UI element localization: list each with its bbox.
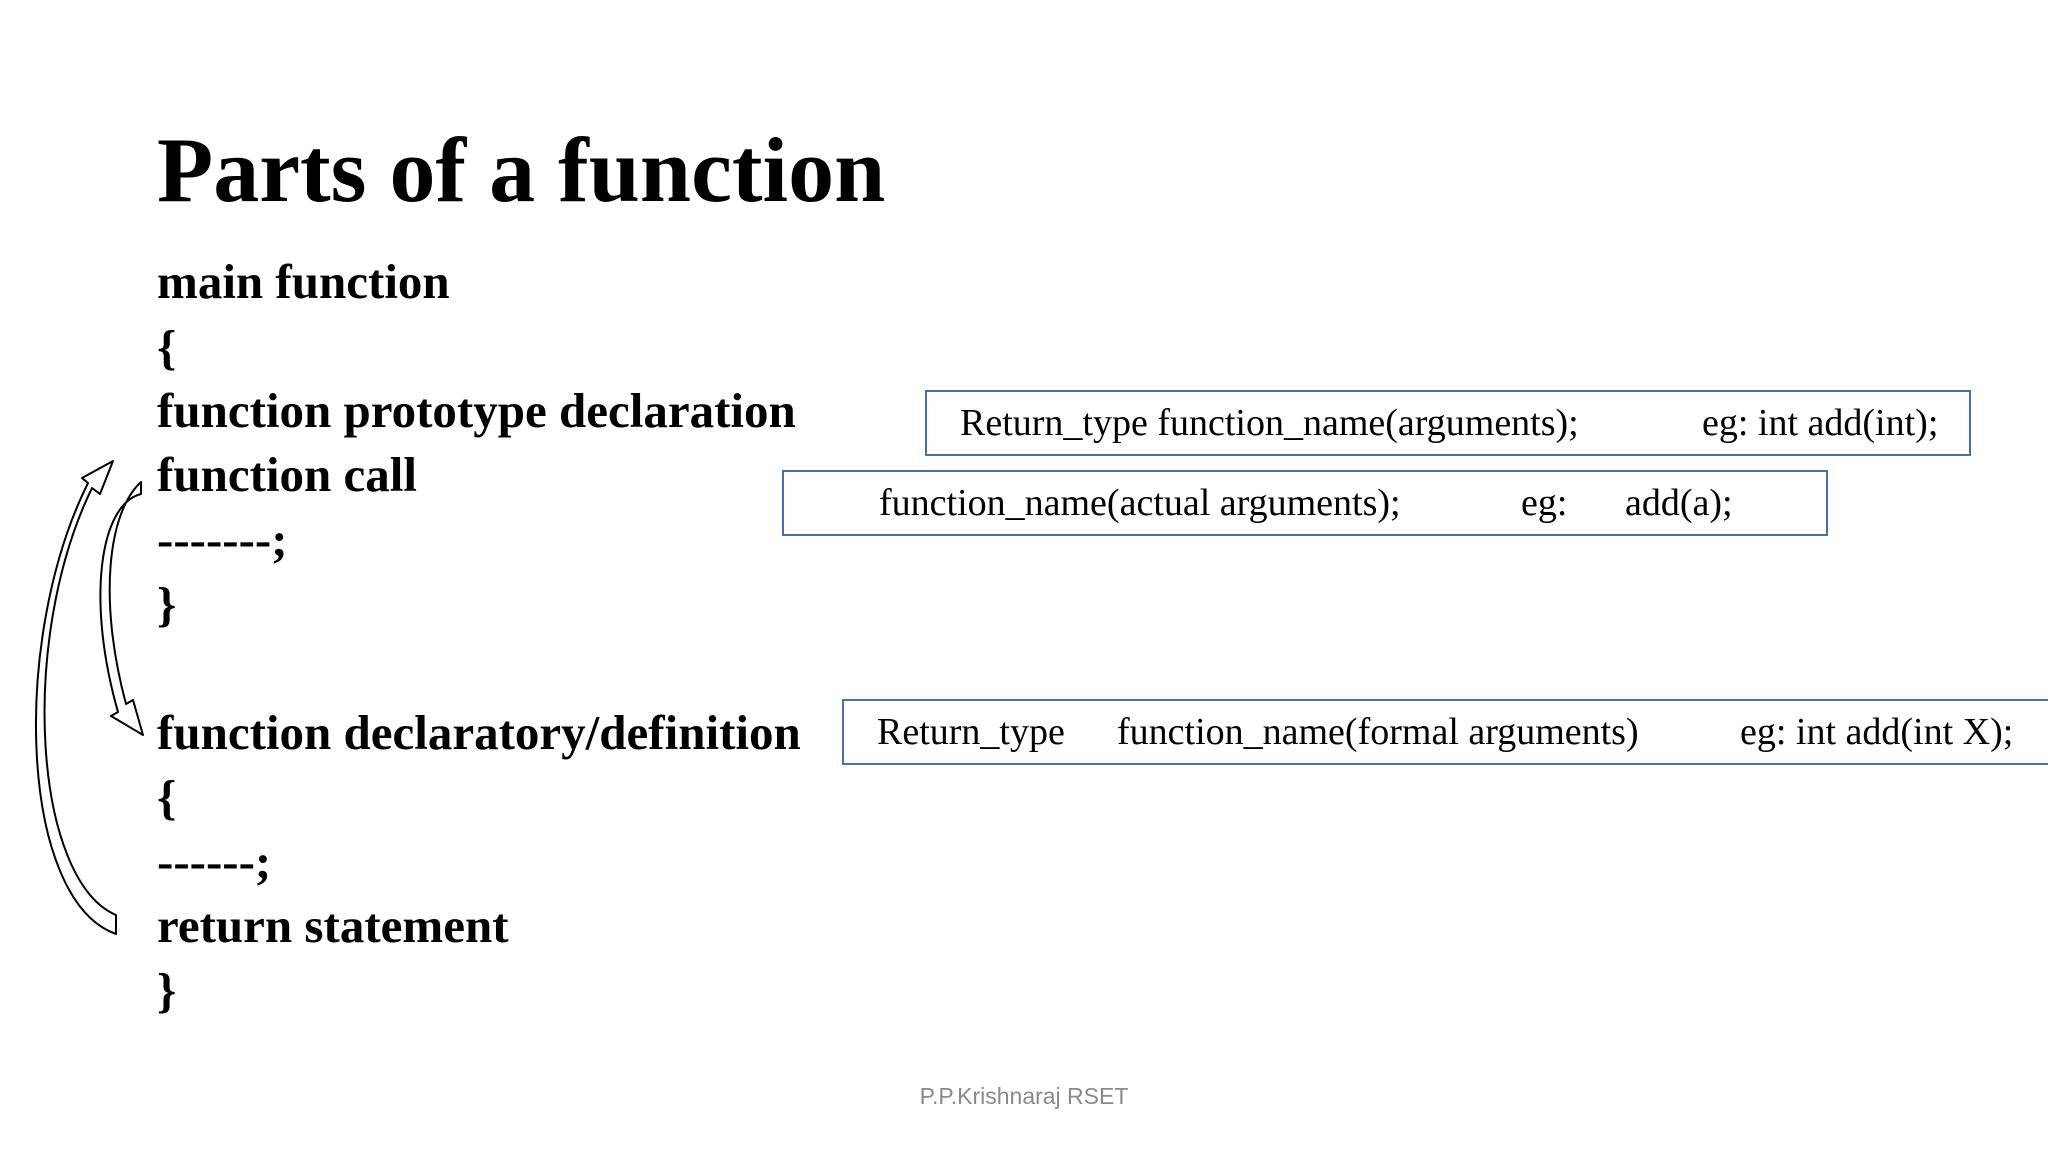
curved-arrow-return-to-call-icon (35, 460, 117, 935)
code-line-statement-1: -------; (157, 512, 288, 567)
definition-example-text: eg: int add(int X); (1740, 711, 2014, 753)
code-line-open-brace-2: { (157, 770, 177, 825)
code-line-return-statement: return statement (157, 898, 509, 953)
prototype-example-text: eg: int add(int); (1702, 402, 1939, 444)
code-line-close-brace-2: } (157, 963, 177, 1018)
definition-return-type-text: Return_type (877, 711, 1065, 753)
call-syntax-text: function_name(actual arguments); (879, 482, 1401, 524)
code-line-main-function: main function (157, 254, 450, 309)
code-line-function-call: function call (157, 447, 417, 502)
call-example-text: add(a); (1625, 482, 1733, 524)
call-eg-label: eg: (1521, 482, 1568, 524)
slide-footer: P.P.Krishnaraj RSET (919, 1083, 1129, 1109)
code-line-open-brace-1: { (157, 320, 177, 375)
code-line-prototype-declaration: function prototype declaration (157, 383, 796, 438)
call-syntax-box: function_name(actual arguments); eg: add… (782, 470, 1828, 536)
curved-arrow-call-to-definition-icon (99, 481, 144, 736)
code-line-function-definition: function declaratory/definition (157, 705, 801, 760)
slide-title: Parts of a function (157, 119, 886, 221)
definition-syntax-box: Return_type function_name(formal argumen… (842, 699, 2048, 765)
definition-syntax-text: function_name(formal arguments) (1117, 711, 1639, 753)
prototype-syntax-text: Return_type function_name(arguments); (960, 402, 1579, 444)
code-line-close-brace-1: } (157, 577, 177, 632)
code-line-statement-2: ------; (157, 834, 272, 889)
prototype-syntax-box: Return_type function_name(arguments); eg… (925, 390, 1971, 456)
